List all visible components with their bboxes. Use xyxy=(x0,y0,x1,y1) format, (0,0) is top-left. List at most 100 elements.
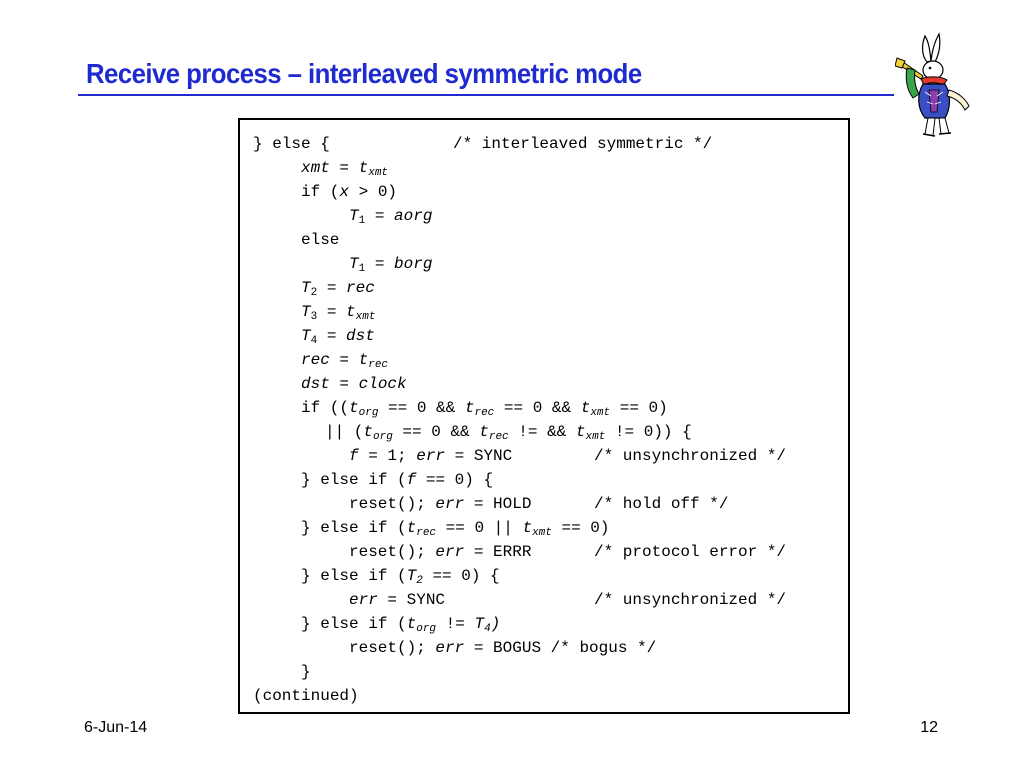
code-line-19: } else if (T2 == 0) { xyxy=(253,564,692,588)
code-line-7: T2 = rec xyxy=(253,276,692,300)
code-text: > 0) xyxy=(349,183,398,201)
code-variable: T xyxy=(474,615,485,633)
code-variable: T xyxy=(301,327,311,345)
code-subscript: rec xyxy=(474,407,495,419)
code-text: = xyxy=(365,255,395,273)
code-text: = xyxy=(317,303,347,321)
code-text: (continued) xyxy=(253,687,359,705)
code-variable: err xyxy=(435,639,465,657)
code-subscript: xmt xyxy=(585,431,606,443)
code-variable: T xyxy=(349,207,359,225)
code-subscript: rec xyxy=(368,359,389,371)
code-text: == 0 && xyxy=(378,399,465,417)
code-line-14: f = 1; err = SYNC/* unsynchronized */ xyxy=(253,444,786,468)
code-line-23: } xyxy=(253,660,692,684)
code-line-24: (continued) xyxy=(253,684,692,708)
code-text: == 0) xyxy=(610,399,668,417)
code-subscript: 4 xyxy=(484,623,491,635)
code-text: if ( xyxy=(301,183,340,201)
code-text: == 0) { xyxy=(416,471,494,489)
code-text: != && xyxy=(508,423,576,441)
code-subscript: xmt xyxy=(368,167,389,179)
code-variable: t xyxy=(346,303,356,321)
code-text: = 1; xyxy=(358,447,417,465)
code-text: } else if ( xyxy=(301,471,407,489)
pseudocode-block: } else {/* interleaved symmetric */ xmt … xyxy=(253,132,786,708)
code-subscript: org xyxy=(358,407,379,419)
code-comment: /* hold off */ xyxy=(594,495,729,513)
code-comment: /* unsynchronized */ xyxy=(594,591,787,609)
code-text: == 0 && xyxy=(392,423,480,441)
code-comment: /* protocol error */ xyxy=(594,543,787,561)
code-text: } else { xyxy=(253,135,330,153)
code-text: != 0)) { xyxy=(605,423,692,441)
code-variable: t xyxy=(479,423,489,441)
code-line-15: } else if (f == 0) { xyxy=(253,468,692,492)
code-text: = xyxy=(329,159,359,177)
code-variable: t xyxy=(358,351,369,369)
code-subscript: xmt xyxy=(355,311,376,323)
code-line-9: T4 = dst xyxy=(253,324,692,348)
code-subscript: 2 xyxy=(310,287,318,299)
code-line-11: dst = clock xyxy=(253,372,692,396)
code-variable: aorg xyxy=(394,207,433,225)
code-variable: rec xyxy=(301,351,330,369)
page-number: 12 xyxy=(920,719,938,736)
code-variable: err xyxy=(435,495,465,513)
code-subscript: 1 xyxy=(358,215,366,227)
code-line-20: err = SYNC/* unsynchronized */ xyxy=(253,588,786,612)
code-line-21: } else if (torg != T4) xyxy=(253,612,692,636)
code-variable: t xyxy=(522,519,533,537)
code-subscript: rec xyxy=(416,527,437,539)
code-subscript: 1 xyxy=(358,263,366,275)
code-text: = xyxy=(365,207,395,225)
code-text: = xyxy=(329,351,359,369)
code-subscript: xmt xyxy=(532,527,552,539)
code-variable: T xyxy=(349,255,359,273)
code-variable: t xyxy=(406,519,417,537)
code-subscript: 2 xyxy=(416,575,423,587)
code-subscript: 4 xyxy=(310,335,318,347)
code-variable: t xyxy=(363,423,374,441)
code-text: reset(); xyxy=(349,543,436,561)
slide-title: Receive process – interleaved symmetric … xyxy=(86,58,642,89)
code-text: = xyxy=(317,279,347,297)
code-line-8: T3 = txmt xyxy=(253,300,692,324)
code-line-16: reset(); err = HOLD/* hold off */ xyxy=(253,492,728,516)
code-text: == 0) xyxy=(551,519,610,537)
code-text: = xyxy=(317,327,347,345)
code-variable: dst xyxy=(346,327,375,345)
code-box: } else {/* interleaved symmetric */ xmt … xyxy=(238,118,850,714)
code-line-3: if (x > 0) xyxy=(253,180,692,204)
code-text: == 0 && xyxy=(494,399,581,417)
footer-date: 6-Jun-14 xyxy=(84,719,148,736)
code-subscript: 3 xyxy=(310,311,318,323)
code-line-4: T1 = aorg xyxy=(253,204,692,228)
code-subscript: org xyxy=(373,431,393,443)
code-text: } xyxy=(301,663,311,681)
code-line-12: if ((torg == 0 && trec == 0 && txmt == 0… xyxy=(253,396,692,420)
code-variable: x xyxy=(339,183,350,201)
code-text: == 0 || xyxy=(436,519,523,537)
code-text: else xyxy=(301,231,340,249)
code-line-6: T1 = borg xyxy=(253,252,692,276)
code-text: = HOLD xyxy=(464,495,532,513)
code-line-10: rec = trec xyxy=(253,348,692,372)
code-variable: rec xyxy=(346,279,375,297)
code-variable: t xyxy=(349,399,359,417)
code-variable: t xyxy=(464,399,475,417)
code-text: == 0) { xyxy=(422,567,500,585)
code-comment: /* interleaved symmetric */ xyxy=(453,135,713,153)
code-variable: f xyxy=(349,447,359,465)
code-variable: T xyxy=(406,567,417,585)
code-text: = BOGUS /* bogus */ xyxy=(464,639,657,657)
code-variable: t xyxy=(406,615,417,633)
code-text: = SYNC xyxy=(377,591,446,609)
code-variable: T xyxy=(301,303,311,321)
code-subscript: org xyxy=(416,623,437,635)
code-text: if (( xyxy=(301,399,350,417)
code-text: = xyxy=(329,375,359,393)
code-line-18: reset(); err = ERRR/* protocol error */ xyxy=(253,540,786,564)
code-text: != xyxy=(436,615,475,633)
code-variable: err xyxy=(416,447,446,465)
